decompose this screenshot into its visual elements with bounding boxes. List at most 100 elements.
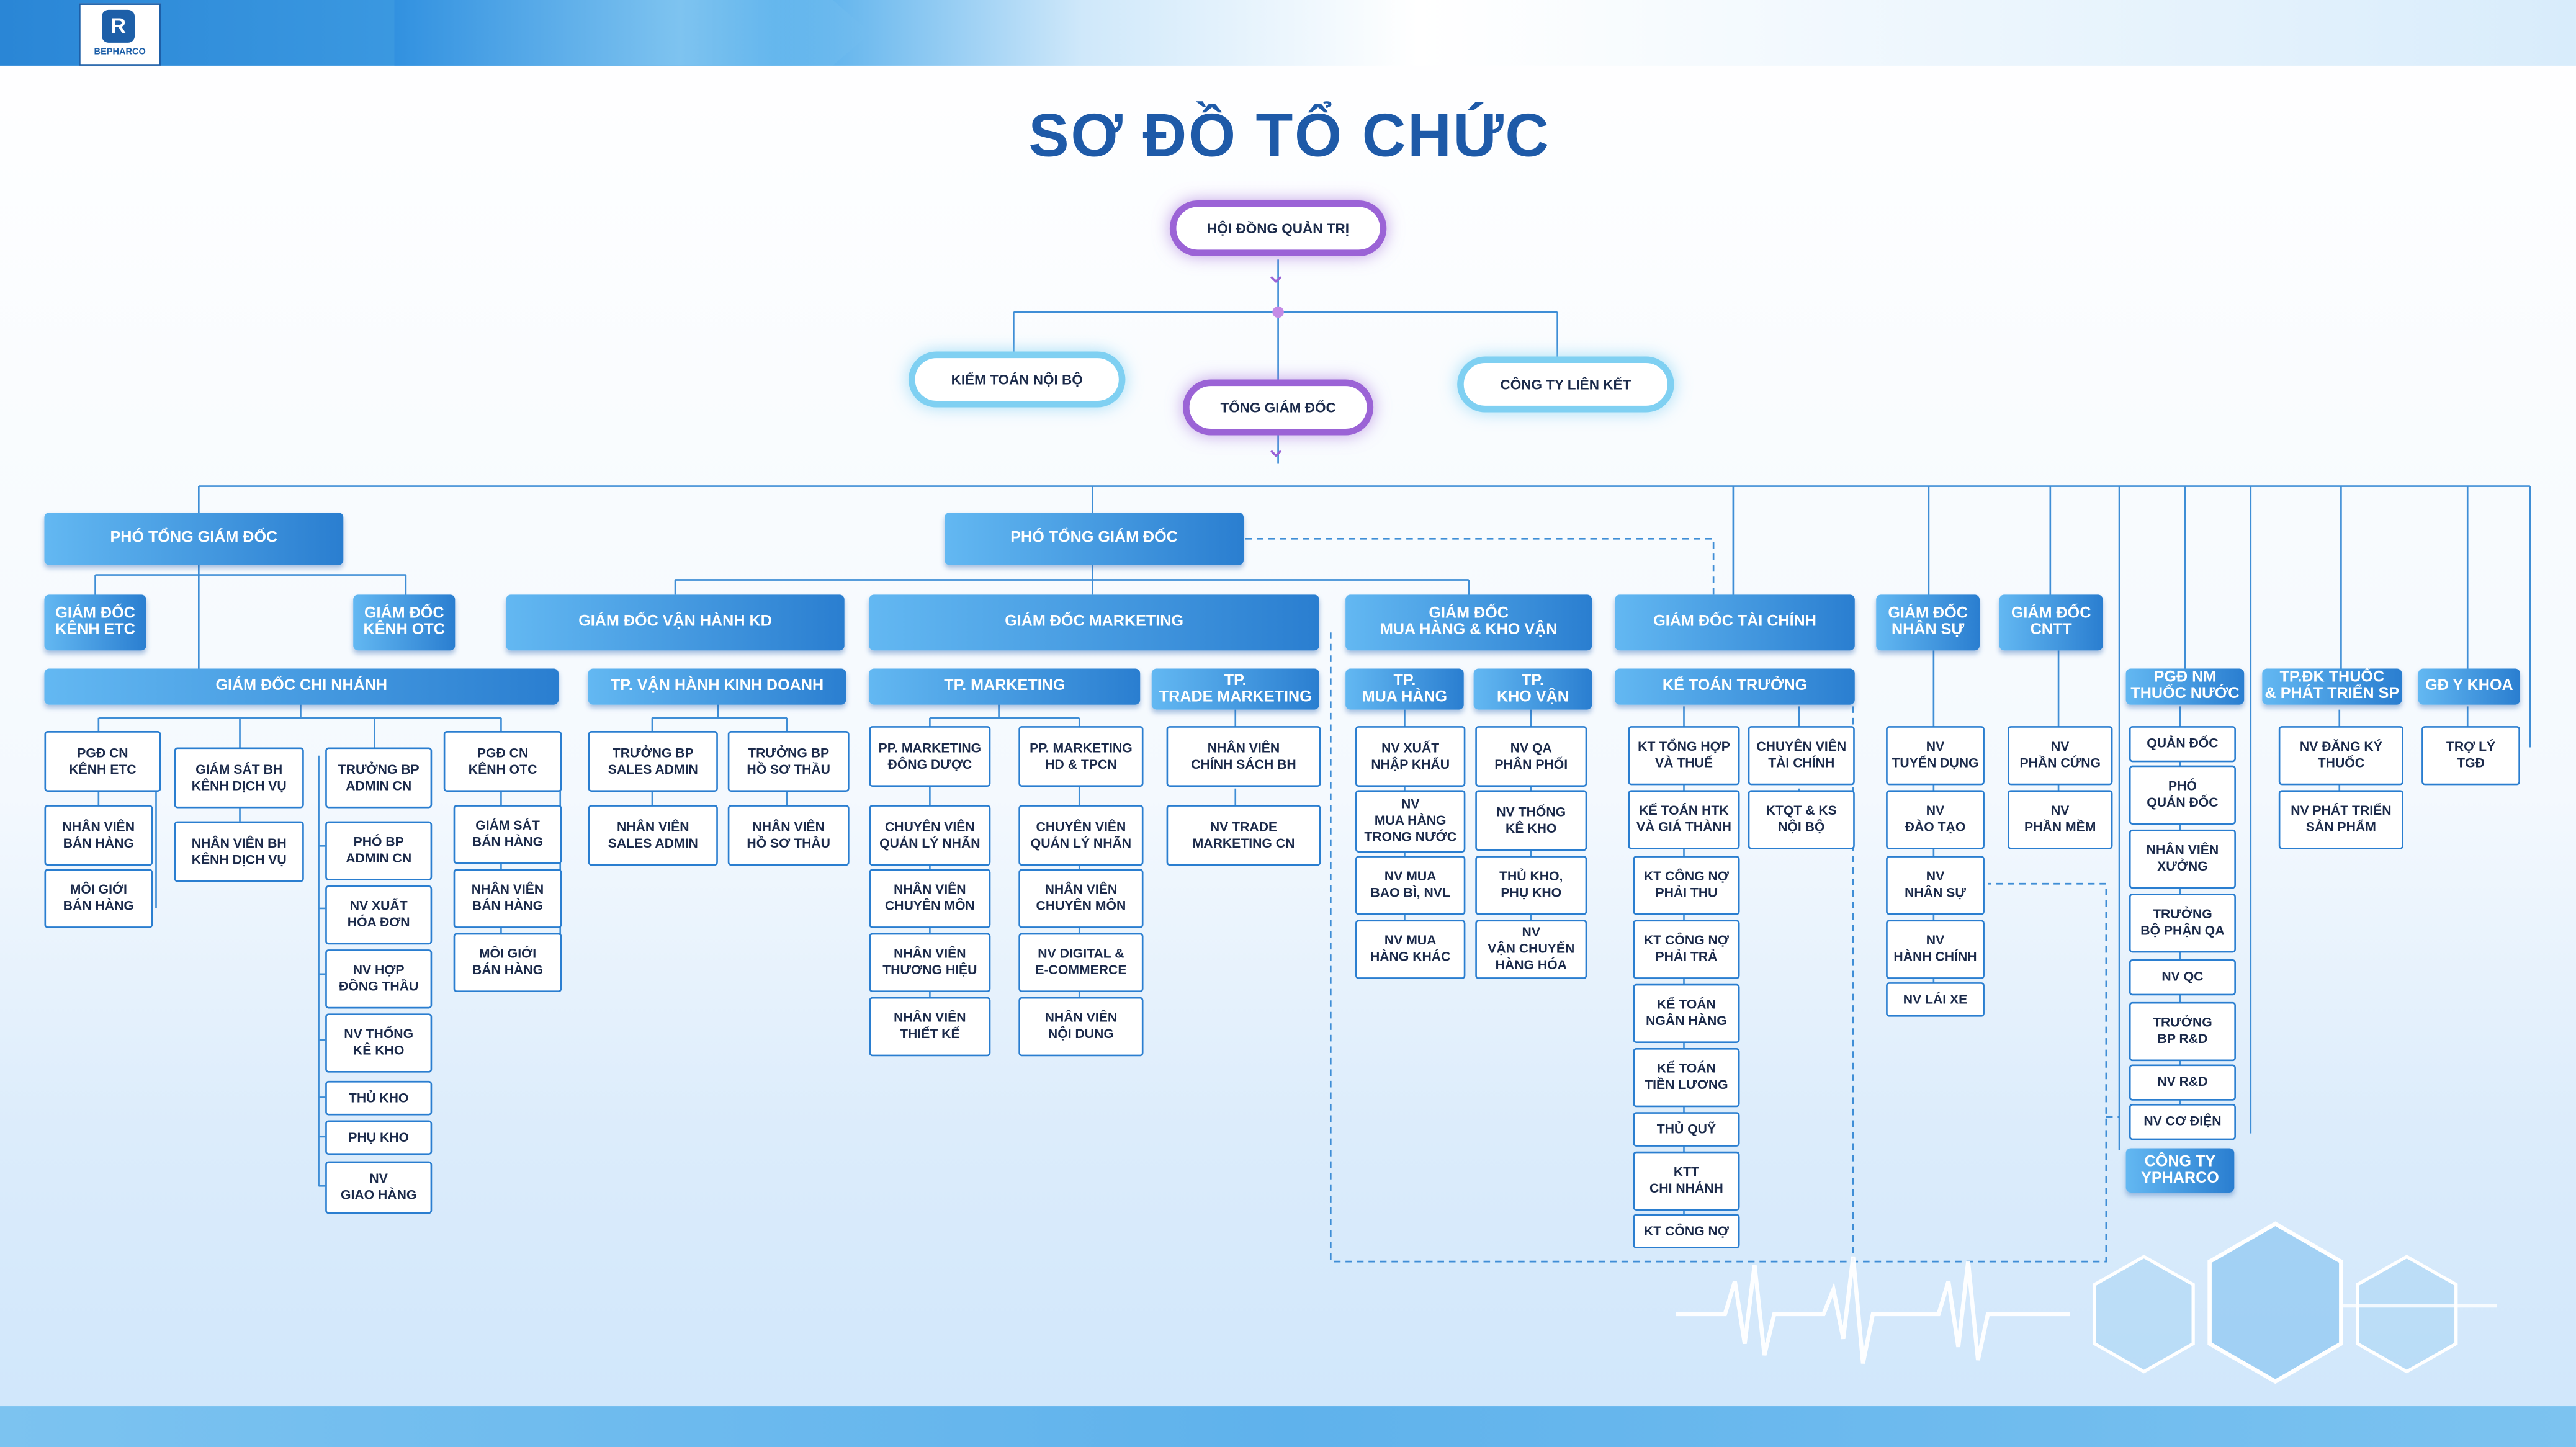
staff-box: NV LÁI XE	[1886, 982, 1985, 1017]
page-title: SƠ ĐỒ TỔ CHỨC	[1028, 102, 1551, 169]
staff-box: NV DIGITAL & E-COMMERCE	[1018, 933, 1144, 992]
staff-box: CHUYÊN VIÊN QUẢN LÝ NHÃN	[869, 805, 991, 866]
header-banner	[0, 0, 2576, 66]
affiliate-node: CÔNG TY LIÊN KẾT	[1457, 356, 1674, 413]
staff-box: CHUYÊN VIÊN TÀI CHÍNH	[1748, 726, 1855, 786]
board-node: HỘI ĐỒNG QUẢN TRỊ	[1169, 200, 1387, 256]
staff-box: NV NHÂN SỰ	[1886, 856, 1985, 915]
staff-box: CHUYÊN VIÊN QUẢN LÝ NHÃN	[1018, 805, 1144, 866]
staff-box: NV XUẤT HÓA ĐƠN	[325, 885, 433, 945]
staff-box: KT CÔNG NỢ	[1633, 1214, 1740, 1248]
staff-box: NV HỢP ĐỒNG THẦU	[325, 949, 433, 1009]
company-logo: R BEPHARCO	[79, 3, 161, 66]
director-hr: GIÁM ĐỐC NHÂN SỰ	[1876, 594, 1980, 651]
staff-box: KT CÔNG NỢ PHẢI THU	[1633, 856, 1740, 915]
director-otc: GIÁM ĐỐC KÊNH OTC	[353, 594, 456, 651]
staff-box: QUẢN ĐỐC	[2129, 726, 2236, 763]
staff-box: NHÂN VIÊN BÁN HÀNG	[453, 869, 562, 928]
staff-box: NV TRADE MARKETING CN	[1166, 805, 1321, 866]
staff-box: NHÂN VIÊN CHUYÊN MÔN	[1018, 869, 1144, 928]
chief-accountant: KẾ TOÁN TRƯỞNG	[1615, 668, 1855, 705]
vice-ceo-left: PHÓ TỔNG GIÁM ĐỐC	[44, 512, 344, 565]
staff-box: PHÓ QUẢN ĐỐC	[2129, 765, 2236, 825]
staff-box: NHÂN VIÊN BÁN HÀNG	[44, 805, 153, 866]
staff-box: NHÂN VIÊN HỒ SƠ THẦU	[727, 805, 850, 866]
registration-head: TP.ĐK THUỐC & PHÁT TRIỂN SP	[2262, 668, 2402, 705]
chevron-down-icon: ⌄	[1265, 261, 1287, 289]
staff-box: TRƯỞNG BP SALES ADMIN	[588, 731, 718, 792]
director-operations: GIÁM ĐỐC VẬN HÀNH KD	[506, 594, 845, 651]
staff-box: PP. MARKETING ĐÔNG DƯỢC	[869, 726, 991, 787]
staff-box: NV MUA HÀNG TRONG NƯỚC	[1355, 790, 1466, 853]
staff-box: TRỢ LÝ TGĐ	[2421, 726, 2520, 786]
staff-box: NV QC	[2129, 959, 2236, 996]
staff-box: NHÂN VIÊN CHÍNH SÁCH BH	[1166, 726, 1321, 787]
staff-box: KẾ TOÁN TIỀN LƯƠNG	[1633, 1047, 1740, 1108]
staff-box: NHÂN VIÊN NỘI DUNG	[1018, 997, 1144, 1057]
director-marketing: GIÁM ĐỐC MARKETING	[869, 594, 1319, 651]
subsidiary-ypharco: CÔNG TY YPHARCO	[2125, 1148, 2235, 1193]
staff-box: PHỤ KHO	[325, 1120, 433, 1155]
staff-box: NV R&D	[2129, 1064, 2236, 1101]
staff-box: NV HÀNH CHÍNH	[1886, 920, 1985, 979]
staff-box: NHÂN VIÊN CHUYÊN MÔN	[869, 869, 991, 928]
staff-box: TRƯỞNG BP HỒ SƠ THẦU	[727, 731, 850, 792]
staff-box: KẾ TOÁN HTK VÀ GIÁ THÀNH	[1628, 790, 1740, 849]
internal-audit-node: KIỂM TOÁN NỘI BỘ	[908, 351, 1126, 408]
staff-box: NV MUA BAO BÌ, NVL	[1355, 856, 1466, 915]
staff-box: KTT CHI NHÁNH	[1633, 1151, 1740, 1211]
staff-box: GIÁM SÁT BH KÊNH DỊCH VỤ	[174, 747, 304, 809]
medical-director: GĐ Y KHOA	[2418, 668, 2520, 705]
staff-box: NV THỐNG KÊ KHO	[325, 1013, 433, 1073]
staff-box: NV XUẤT NHẬP KHẨU	[1355, 726, 1466, 787]
staff-box: NV ĐÀO TẠO	[1886, 790, 1985, 849]
branch-director: GIÁM ĐỐC CHI NHÁNH	[44, 668, 559, 705]
staff-box: NHÂN VIÊN XƯỞNG	[2129, 829, 2236, 889]
ops-dept-head: TP. VẬN HÀNH KINH DOANH	[588, 668, 846, 705]
staff-box: KẾ TOÁN NGÂN HÀNG	[1633, 983, 1740, 1044]
chevron-down-icon: ⌄	[1265, 435, 1287, 464]
staff-box: NV PHẦN MỀM	[2008, 790, 2113, 849]
staff-box: THỦ QUỸ	[1633, 1112, 1740, 1147]
staff-box: NHÂN VIÊN THƯƠNG HIỆU	[869, 933, 991, 992]
staff-box: NV ĐĂNG KÝ THUỐC	[2278, 726, 2403, 786]
marketing-dept-head: TP. MARKETING	[869, 668, 1141, 705]
warehouse-head: TP. KHO VẬN	[1473, 668, 1592, 710]
vice-ceo-right: PHÓ TỔNG GIÁM ĐỐC	[945, 512, 1244, 565]
director-finance: GIÁM ĐỐC TÀI CHÍNH	[1615, 594, 1855, 651]
logo-mark-icon: R	[102, 9, 135, 43]
staff-box: TRƯỞNG BỘ PHẬN QA	[2129, 894, 2236, 953]
staff-box: NHÂN VIÊN SALES ADMIN	[588, 805, 718, 866]
staff-box: NV PHÁT TRIỂN SẢN PHẨM	[2278, 790, 2403, 849]
decorative-pulse-graphic	[1676, 1221, 2497, 1384]
purchasing-head: TP. MUA HÀNG	[1345, 668, 1464, 710]
staff-box: NV QA PHÂN PHỐI	[1475, 726, 1587, 787]
staff-box: MÔI GIỚI BÁN HÀNG	[453, 933, 562, 992]
staff-box: NV MUA HÀNG KHÁC	[1355, 920, 1466, 979]
director-purchasing: GIÁM ĐỐC MUA HÀNG & KHO VẬN	[1345, 594, 1592, 651]
staff-box: TRƯỞNG BP ADMIN CN	[325, 747, 433, 809]
staff-box: GIÁM SÁT BÁN HÀNG	[453, 805, 562, 864]
staff-box: NV GIAO HÀNG	[325, 1161, 433, 1214]
director-etc: GIÁM ĐỐC KÊNH ETC	[44, 594, 146, 651]
trade-marketing-head: TP. TRADE MARKETING	[1151, 668, 1319, 710]
staff-box: KTQT & KS NỘI BỘ	[1748, 790, 1855, 849]
staff-box: MÔI GIỚI BÁN HÀNG	[44, 869, 153, 928]
factory-deputy-director: PGĐ NM THUỐC NƯỚC	[2125, 668, 2245, 705]
staff-box: PGĐ CN KÊNH ETC	[44, 731, 161, 792]
staff-box: NHÂN VIÊN THIẾT KẾ	[869, 997, 991, 1057]
staff-box: NV VẬN CHUYỂN HÀNG HÓA	[1475, 920, 1587, 979]
staff-box: PHÓ BP ADMIN CN	[325, 821, 433, 880]
staff-box: THỦ KHO	[325, 1080, 433, 1116]
staff-box: NV TUYỂN DỤNG	[1886, 726, 1985, 786]
staff-box: NV THỐNG KÊ KHO	[1475, 790, 1587, 851]
staff-box: NV CƠ ĐIỆN	[2129, 1103, 2236, 1140]
staff-box: PGĐ CN KÊNH OTC	[443, 731, 562, 792]
ceo-node: TỔNG GIÁM ĐỐC	[1183, 379, 1374, 436]
staff-box: TRƯỞNG BP R&D	[2129, 1001, 2236, 1062]
logo-text: BEPHARCO	[94, 47, 146, 58]
staff-box: PP. MARKETING HD & TPCN	[1018, 726, 1144, 787]
director-it: GIÁM ĐỐC CNTT	[1999, 594, 2103, 651]
staff-box: NV PHẦN CỨNG	[2008, 726, 2113, 786]
